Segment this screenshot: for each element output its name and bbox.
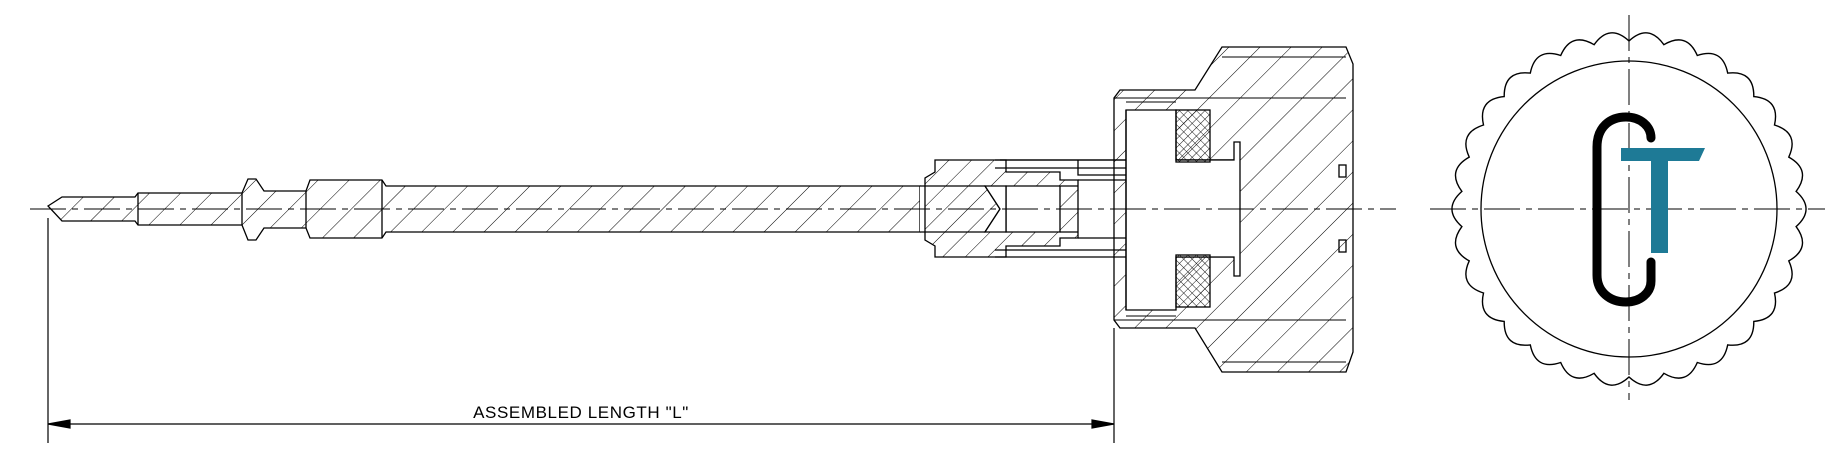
side-section-view	[30, 46, 1396, 373]
dimension-arrow-icon	[1091, 419, 1115, 429]
outer-sleeve	[924, 159, 1079, 258]
knurled-nut-end-view-icon	[1451, 32, 1807, 386]
dimension-arrow-icon	[47, 419, 71, 429]
logo-letter-t	[1621, 148, 1705, 253]
logo-letter-c	[1592, 112, 1656, 307]
gasket-bottom	[1175, 254, 1211, 308]
end-view	[1430, 15, 1825, 400]
gasket-top	[1175, 109, 1211, 163]
dimension-label: ASSEMBLED LENGTH "L"	[473, 403, 689, 422]
ct-logo	[1592, 112, 1705, 307]
dimension-assembled-length	[47, 218, 1115, 443]
